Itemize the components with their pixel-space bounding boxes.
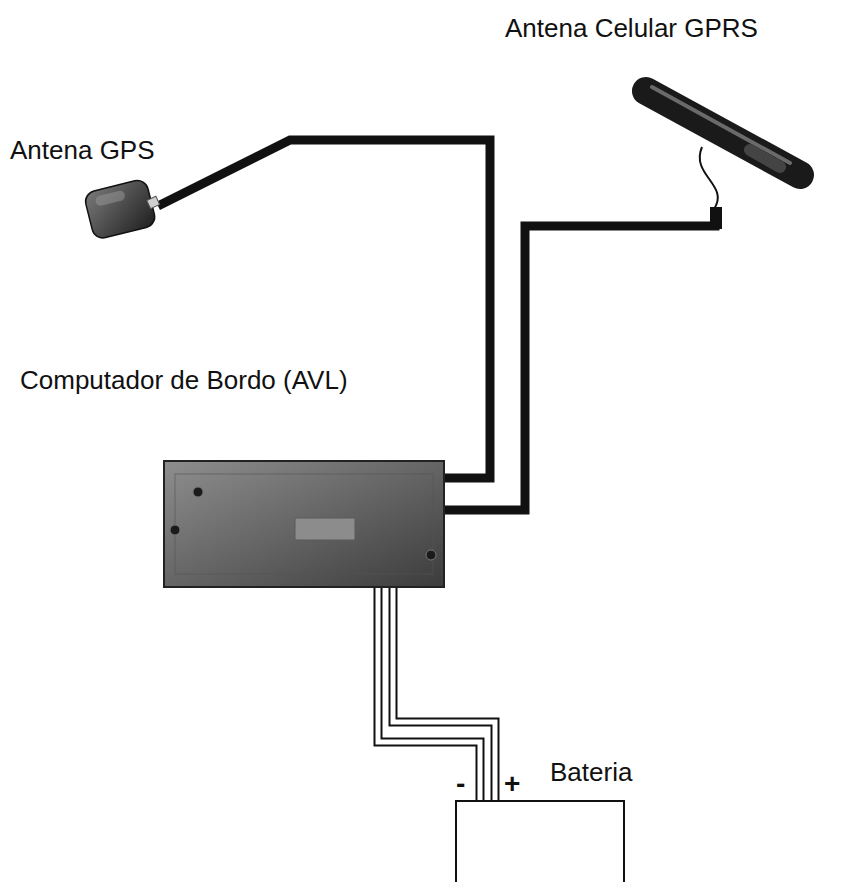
cable-path — [158, 140, 490, 478]
wire-core — [393, 588, 495, 801]
gps-antenna-shape — [80, 172, 170, 244]
onboard-computer: Computador de Bordo (AVL) — [20, 366, 445, 588]
terminal-sign: - — [456, 770, 465, 798]
gps-antenna: Antena GPS — [10, 136, 170, 244]
part-label: Bateria — [550, 758, 632, 788]
part-label: Computador de Bordo (AVL) — [20, 366, 348, 396]
power-wire — [393, 588, 495, 801]
onboard-computer-shape — [163, 460, 445, 588]
wire-outline — [393, 588, 495, 801]
battery: Bateria — [455, 758, 632, 882]
part-label: Antena GPS — [10, 136, 155, 166]
terminal-sign: + — [504, 770, 520, 798]
antenna-cable — [445, 224, 715, 510]
part-label: Antena Celular GPRS — [505, 14, 758, 44]
gprs-antenna: Antena Celular GPRS — [505, 14, 815, 232]
cable-path — [445, 224, 715, 510]
antenna-cable — [158, 140, 490, 478]
battery-shape — [455, 800, 625, 882]
gprs-antenna-shape — [630, 75, 815, 232]
